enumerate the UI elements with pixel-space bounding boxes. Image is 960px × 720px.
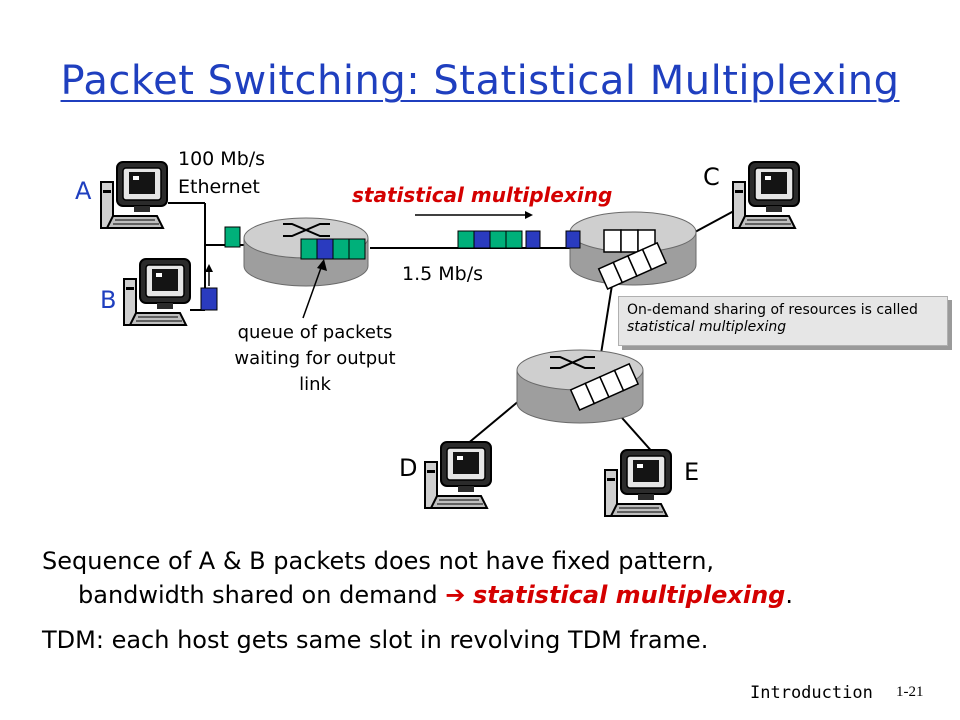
host-a-computer-icon <box>100 161 168 229</box>
note-text: On-demand sharing of resources is called <box>627 302 918 318</box>
footer-page-number: 1-21 <box>896 684 924 700</box>
host-label-c: C <box>703 163 720 191</box>
definition-note: On-demand sharing of resources is called… <box>618 296 948 346</box>
packet-queue <box>300 238 366 260</box>
queue-pointer <box>302 259 327 319</box>
footer-section: Introduction <box>750 683 873 703</box>
host-label-e: E <box>684 458 700 486</box>
ethernet-type: Ethernet <box>178 176 260 198</box>
host-c-computer-icon <box>732 161 800 229</box>
router-right <box>569 211 697 286</box>
host-label-d: D <box>399 454 418 482</box>
body-line-3: TDM: each host gets same slot in revolvi… <box>42 626 709 654</box>
body-line-2: bandwidth shared on demand ➔ statistical… <box>78 579 960 611</box>
link-rate-label: 1.5 Mb/s <box>402 263 484 285</box>
note-emphasis: statistical multiplexing <box>627 319 787 335</box>
queue-caption-line-2: waiting for output <box>234 348 396 369</box>
body-line-2-text: bandwidth shared on demand <box>78 581 438 609</box>
queue-caption-line-3: link <box>299 374 331 395</box>
implies-arrow-icon: ➔ <box>445 581 466 609</box>
body-line-2-period: . <box>785 581 793 609</box>
flow-arrow <box>415 211 533 219</box>
packets-in-flight <box>457 230 627 249</box>
statistical-multiplexing-label: statistical multiplexing <box>352 183 613 207</box>
queue-caption-line-1: queue of packets <box>237 322 393 343</box>
packet-from-a <box>224 226 241 248</box>
buffer-router-right <box>597 229 668 290</box>
body-line-1: Sequence of A & B packets does not have … <box>42 547 715 575</box>
buffer-router-bottom <box>569 362 640 411</box>
body-line-2-emphasis: statistical multiplexing <box>473 581 786 609</box>
queue-caption: queue of packets waiting for output link <box>205 320 425 398</box>
host-e-computer-icon <box>604 449 672 517</box>
host-b-computer-icon <box>123 258 191 326</box>
host-label-b: B <box>100 286 117 314</box>
host-label-a: A <box>75 177 92 205</box>
upward-arrow <box>205 264 213 286</box>
packet-from-b <box>200 287 218 311</box>
page-title: Packet Switching: Statistical Multiplexi… <box>60 58 900 104</box>
host-d-computer-icon <box>424 441 492 509</box>
ethernet-rate: 100 Mb/s <box>178 148 266 170</box>
ethernet-link-label: 100 Mb/s Ethernet <box>178 145 265 201</box>
